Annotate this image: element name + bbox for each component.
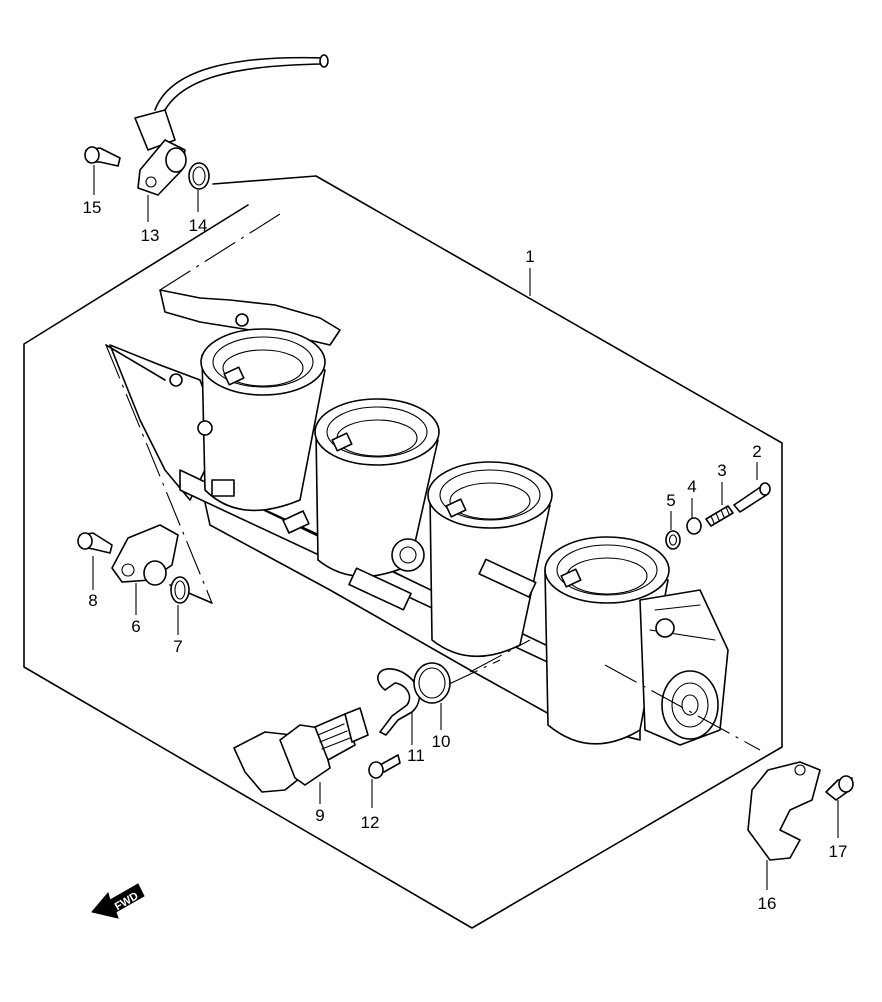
callout-labels: 1 2 3 4 5 6 7 8 9 10 11 12 13 14 15 16 1… xyxy=(83,198,848,913)
throttle-body-assembly[interactable] xyxy=(109,289,729,746)
callout-16: 16 xyxy=(758,894,777,913)
o-ring-5[interactable] xyxy=(665,530,681,550)
callout-7: 7 xyxy=(173,637,182,656)
spring-3[interactable] xyxy=(705,505,734,527)
leader-lines xyxy=(92,165,839,890)
o-ring-14[interactable] xyxy=(188,162,210,190)
screw-12[interactable] xyxy=(368,754,401,779)
screw-2[interactable] xyxy=(733,482,771,513)
o-ring-7[interactable] xyxy=(170,576,190,604)
screw-15[interactable] xyxy=(84,146,121,167)
arrow-left-down-icon xyxy=(91,883,145,919)
callout-8: 8 xyxy=(88,591,97,610)
sensor-9[interactable] xyxy=(233,707,369,793)
callout-4: 4 xyxy=(687,477,696,496)
callout-11: 11 xyxy=(407,746,425,765)
fwd-direction-marker: FWD xyxy=(91,883,145,919)
callout-3: 3 xyxy=(717,461,726,480)
throttle-bore-1 xyxy=(200,328,326,512)
callout-1: 1 xyxy=(525,247,534,266)
callout-12: 12 xyxy=(361,813,380,832)
sensor-13-with-cable[interactable] xyxy=(134,54,329,196)
throttle-bore-3 xyxy=(427,461,553,658)
callout-6: 6 xyxy=(131,617,140,636)
fwd-label: FWD xyxy=(113,890,141,913)
screw-17[interactable] xyxy=(825,775,854,801)
assembly-centerlines xyxy=(105,213,761,751)
assembly-outline xyxy=(23,175,783,929)
callout-5: 5 xyxy=(666,491,675,510)
clip-11[interactable] xyxy=(377,668,421,736)
callout-14: 14 xyxy=(189,216,208,235)
callout-2: 2 xyxy=(752,442,761,461)
washer-4[interactable] xyxy=(686,517,702,535)
callout-13: 13 xyxy=(141,226,160,245)
throttle-bore-4 xyxy=(544,536,670,745)
screw-8[interactable] xyxy=(77,532,113,554)
callout-15: 15 xyxy=(83,198,102,217)
callout-9: 9 xyxy=(315,806,324,825)
callout-17: 17 xyxy=(829,842,848,861)
callout-10: 10 xyxy=(432,732,451,751)
sensor-6[interactable] xyxy=(111,524,179,586)
bracket-16[interactable] xyxy=(747,761,821,861)
throttle-pulley xyxy=(639,589,729,746)
